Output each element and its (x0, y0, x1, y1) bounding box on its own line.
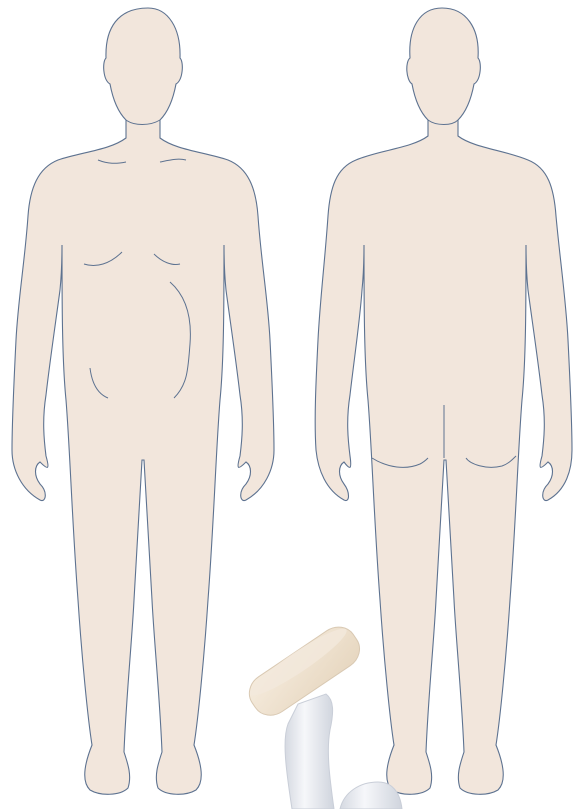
front-body-silhouette (12, 8, 274, 794)
front-body-figure[interactable] (12, 8, 274, 794)
handheld-device-pad-on-stand-icon[interactable] (242, 620, 402, 809)
back-body-silhouette (315, 8, 572, 794)
device-stand (285, 694, 334, 809)
back-body-figure[interactable] (315, 8, 572, 794)
